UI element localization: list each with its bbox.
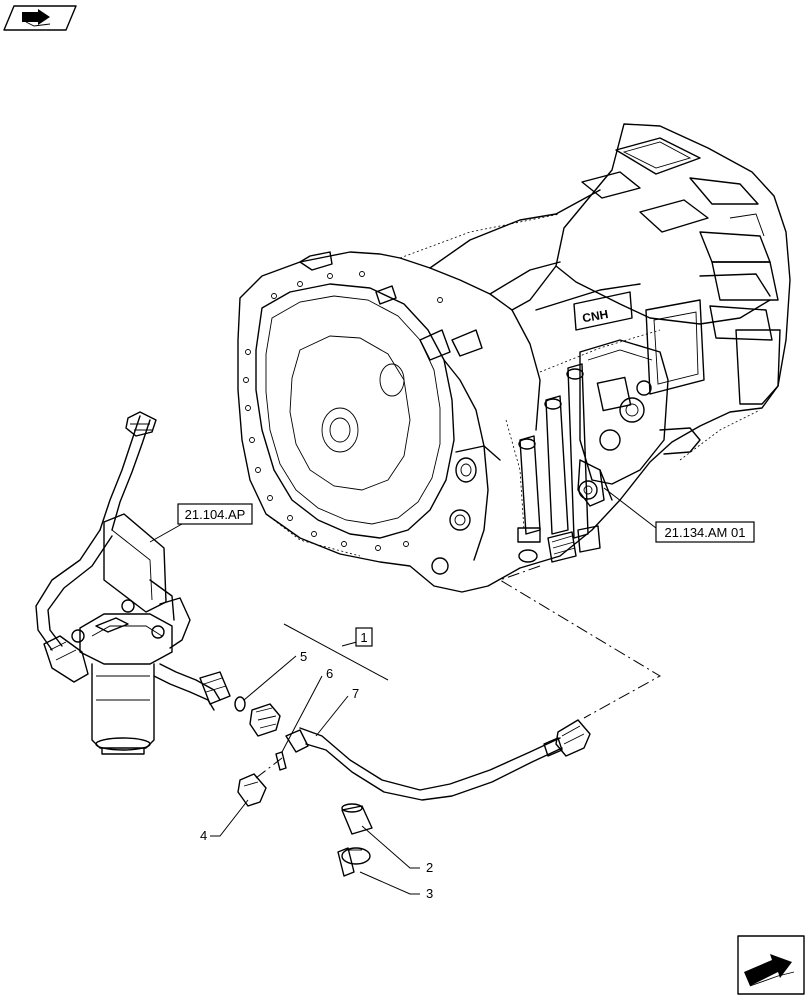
hydraulic-valve-block	[517, 339, 701, 563]
transmission-housing: CNH	[237, 123, 791, 593]
part-3-clamp	[337, 847, 371, 877]
part-7-pipe	[249, 703, 591, 801]
leader-filter-ref	[149, 523, 183, 543]
cnh-logo: CNH	[573, 291, 633, 331]
leader-3	[359, 871, 420, 895]
part-5-o-ring	[234, 696, 246, 712]
leader-valve-ref	[603, 487, 657, 529]
svg-text:21.104.AP: 21.104.AP	[185, 507, 246, 522]
leader-4	[210, 799, 249, 837]
part-6-pin	[275, 751, 287, 771]
svg-text:21.134.AM 01: 21.134.AM 01	[665, 525, 746, 540]
connection-line-nut-to-pin	[255, 757, 283, 779]
part-number-7[interactable]: 7	[352, 686, 359, 701]
reference-label-valve[interactable]: 21.134.AM 01	[655, 521, 755, 543]
connection-line-valve-to-pipe	[498, 565, 662, 719]
book-arrow-icon[interactable]	[3, 5, 77, 31]
part-number-4[interactable]: 4	[200, 828, 207, 843]
part-number-2[interactable]: 2	[426, 860, 433, 875]
leader-2	[361, 825, 420, 869]
leader-6	[281, 675, 323, 753]
svg-text:CNH: CNH	[581, 307, 609, 325]
part-number-3[interactable]: 3	[426, 886, 433, 901]
oil-filter-assembly	[35, 411, 231, 755]
part-2-sleeve	[341, 803, 373, 835]
group-bracket	[283, 623, 389, 681]
leader-7	[315, 695, 349, 737]
reference-label-filter[interactable]: 21.104.AP	[177, 503, 253, 525]
next-page-arrow-icon[interactable]	[737, 935, 805, 995]
part-4-nut	[237, 773, 267, 807]
group-label-1[interactable]: 1	[355, 627, 373, 647]
part-number-6[interactable]: 6	[326, 666, 333, 681]
leader-5	[243, 655, 297, 701]
part-number-5[interactable]: 5	[300, 649, 307, 664]
svg-text:1: 1	[360, 630, 367, 645]
